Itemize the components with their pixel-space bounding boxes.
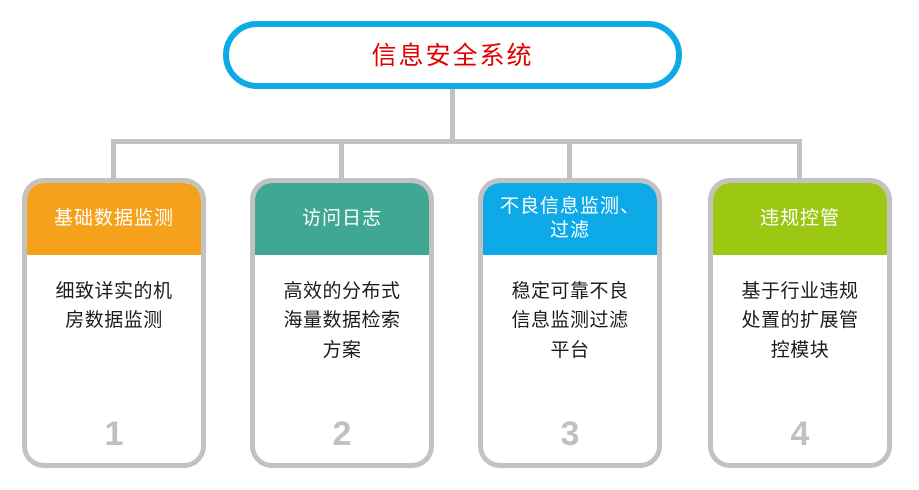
- node-card-4-title: 违规控管: [759, 207, 840, 230]
- connector-horizontal-bus: [111, 139, 802, 144]
- node-card-1-header: 基础数据监测: [27, 183, 201, 255]
- node-card-3-description: 稳定可靠不良信息监测过滤平台: [511, 280, 629, 361]
- node-card-2-description: 高效的分布式海量数据检索方案: [283, 280, 401, 361]
- node-card-1-description: 细致详实的机房数据监测: [55, 280, 173, 332]
- node-card-3-title: 不良信息监测、过滤: [499, 195, 640, 241]
- root-node[interactable]: 信息安全系统: [223, 21, 682, 89]
- node-card-2-title: 访问日志: [301, 207, 382, 230]
- node-card-2[interactable]: 访问日志 高效的分布式海量数据检索方案 2: [250, 178, 434, 468]
- connector-root-stem: [450, 89, 455, 143]
- node-card-1-title: 基础数据监测: [53, 207, 174, 230]
- connector-drop-1: [111, 139, 116, 183]
- root-node-label: 信息安全系统: [371, 40, 534, 70]
- node-card-4-body: 基于行业违规处置的扩展管控模块 4: [713, 255, 887, 463]
- connector-drop-3: [567, 139, 572, 183]
- connector-drop-2: [339, 139, 344, 183]
- node-card-3[interactable]: 不良信息监测、过滤 稳定可靠不良信息监测过滤平台 3: [478, 178, 662, 468]
- node-card-4-number: 4: [790, 415, 810, 453]
- node-card-2-header: 访问日志: [255, 183, 429, 255]
- node-card-3-number: 3: [560, 415, 580, 453]
- node-card-3-body: 稳定可靠不良信息监测过滤平台 3: [483, 255, 657, 463]
- node-card-1-body: 细致详实的机房数据监测 1: [27, 255, 201, 463]
- node-card-3-header: 不良信息监测、过滤: [483, 183, 657, 255]
- connector-drop-4: [797, 139, 802, 183]
- node-card-2-body: 高效的分布式海量数据检索方案 2: [255, 255, 429, 463]
- node-card-4-header: 违规控管: [713, 183, 887, 255]
- node-card-1[interactable]: 基础数据监测 细致详实的机房数据监测 1: [22, 178, 206, 468]
- node-card-2-number: 2: [332, 415, 352, 453]
- node-card-1-number: 1: [104, 415, 124, 453]
- node-card-4-description: 基于行业违规处置的扩展管控模块: [741, 280, 859, 361]
- node-card-4[interactable]: 违规控管 基于行业违规处置的扩展管控模块 4: [708, 178, 892, 468]
